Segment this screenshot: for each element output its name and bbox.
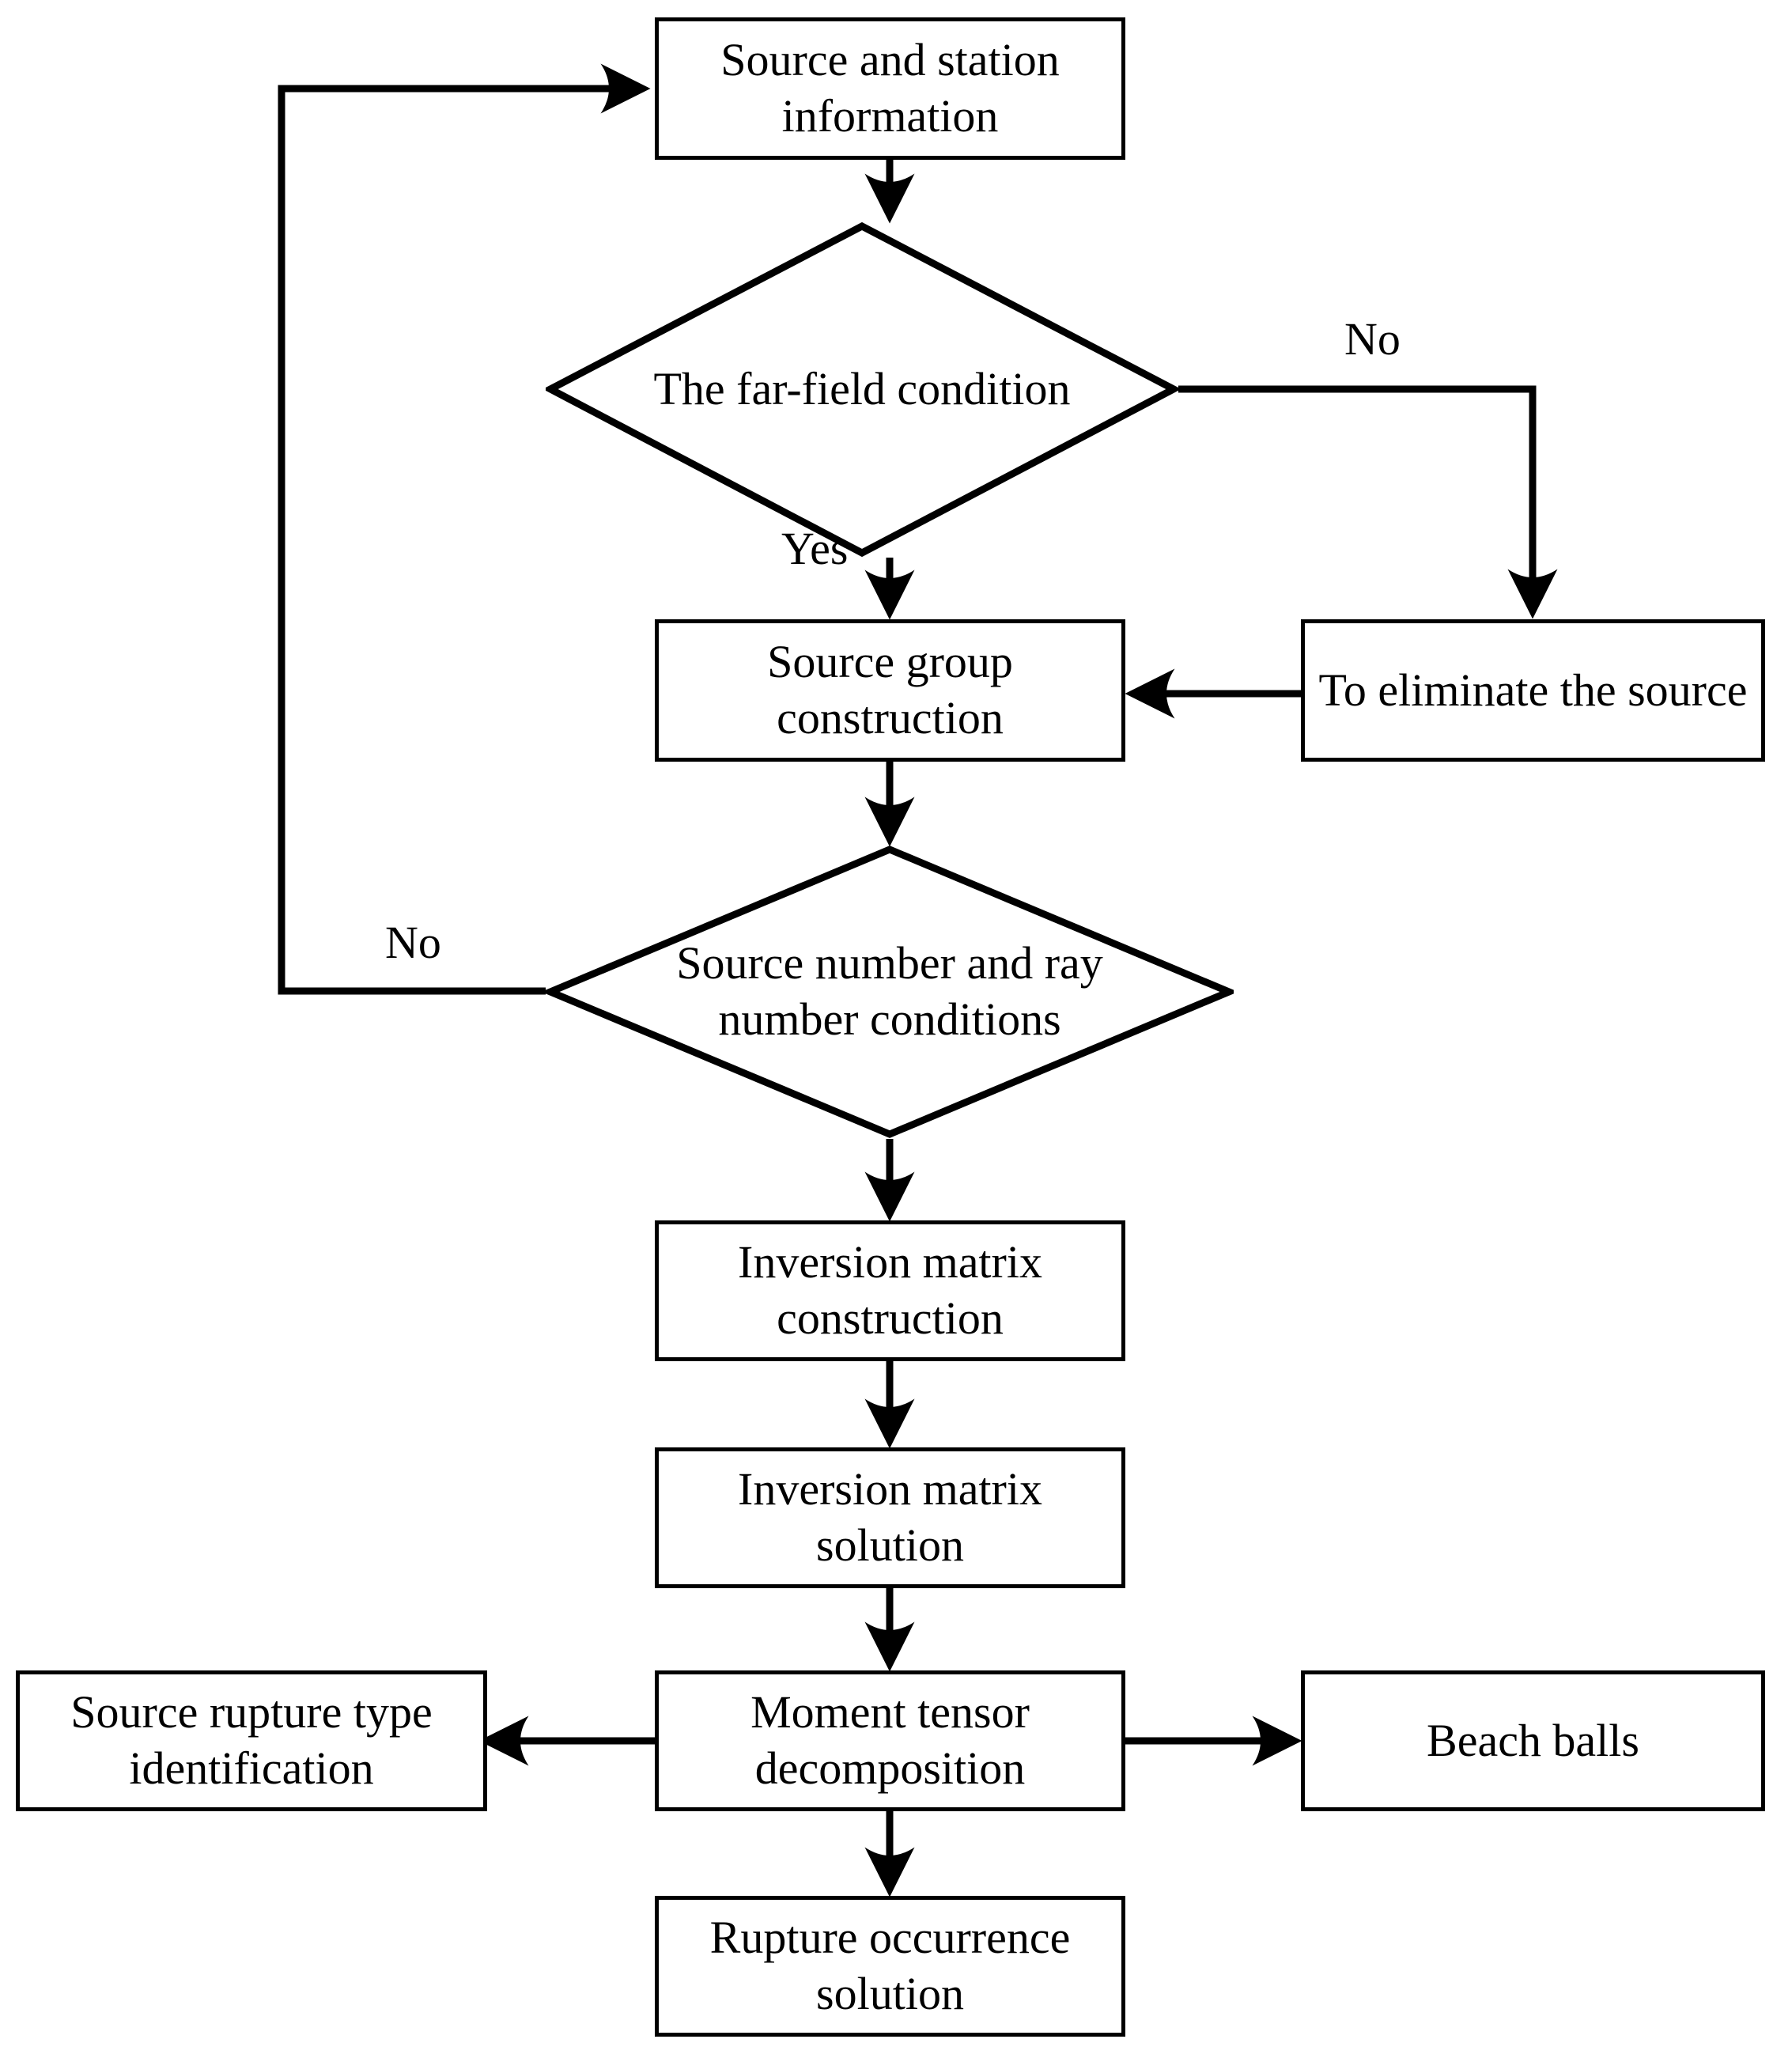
node-label: Inversion matrix solution bbox=[738, 1463, 1042, 1571]
node-moment-tensor-decomposition[interactable]: Moment tensor decomposition bbox=[655, 1670, 1125, 1811]
decision-label: The far-field condition bbox=[653, 363, 1071, 415]
node-source-group-construction[interactable]: Source group construction bbox=[655, 619, 1125, 762]
decision-source-number-and-ray-number-conditions[interactable]: Source number and ray number conditions bbox=[546, 845, 1234, 1139]
node-label: Source rupture type identification bbox=[70, 1686, 433, 1794]
decision-label: Source number and ray number conditions bbox=[676, 937, 1103, 1045]
node-beach-balls[interactable]: Beach balls bbox=[1301, 1670, 1765, 1811]
diamond-shape bbox=[546, 221, 1178, 558]
node-label: Beach balls bbox=[1427, 1714, 1639, 1766]
node-inversion-matrix-solution[interactable]: Inversion matrix solution bbox=[655, 1447, 1125, 1588]
node-label: Source group construction bbox=[767, 636, 1013, 743]
node-rupture-occurrence-solution[interactable]: Rupture occurrence solution bbox=[655, 1896, 1125, 2037]
node-label: To eliminate the source bbox=[1318, 664, 1748, 716]
edge-farfield-no bbox=[1178, 385, 1558, 619]
node-label: Inversion matrix construction bbox=[738, 1236, 1042, 1344]
node-to-eliminate-the-source[interactable]: To eliminate the source bbox=[1301, 619, 1765, 762]
node-label: Moment tensor decomposition bbox=[750, 1686, 1030, 1794]
node-inversion-matrix-construction[interactable]: Inversion matrix construction bbox=[655, 1220, 1125, 1361]
decision-far-field-condition[interactable]: The far-field condition bbox=[546, 221, 1178, 558]
node-source-and-station-information[interactable]: Source and station information bbox=[655, 17, 1125, 160]
diamond-shape bbox=[546, 846, 1234, 1138]
node-label: Source and station information bbox=[720, 34, 1060, 142]
node-source-rupture-type-identification[interactable]: Source rupture type identification bbox=[16, 1670, 487, 1811]
edge-label-farfield-no: No bbox=[1344, 313, 1401, 365]
node-label: Rupture occurrence solution bbox=[709, 1912, 1071, 2019]
edge-label-farfield-yes: Yes bbox=[781, 523, 849, 574]
edge-label-conditions-no: No bbox=[385, 917, 441, 968]
